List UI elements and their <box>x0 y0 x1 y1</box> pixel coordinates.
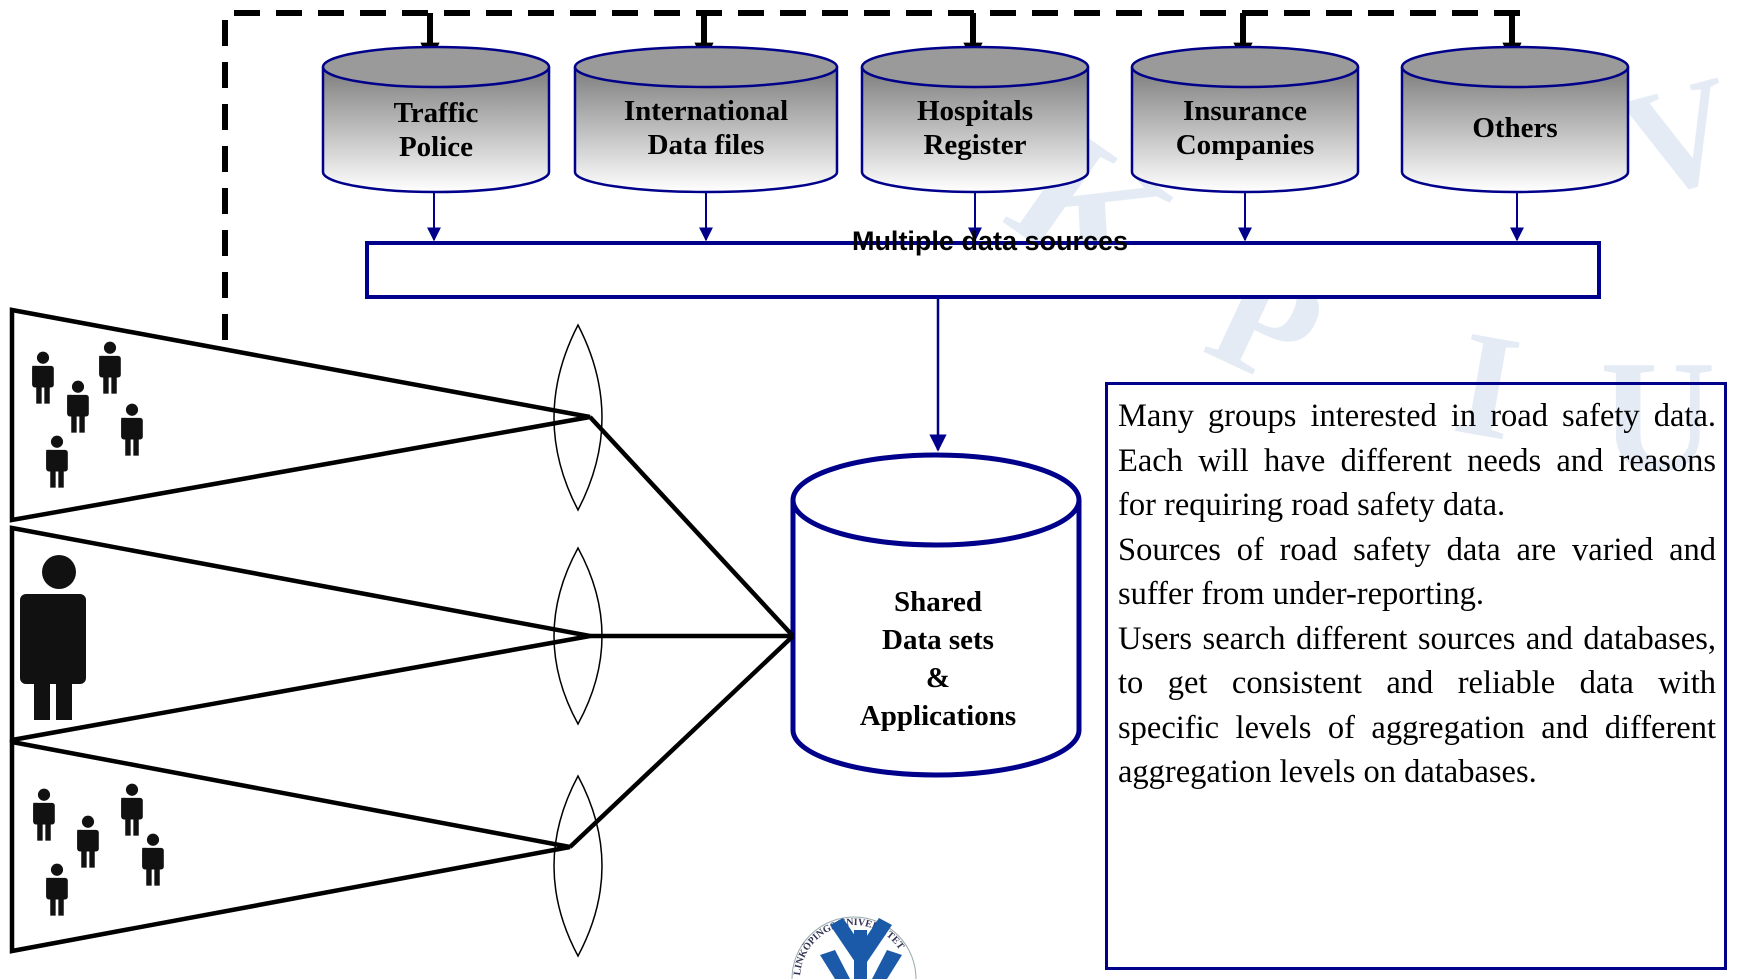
description-paragraph: Sources of road safety data are varied a… <box>1118 531 1716 613</box>
shared-data-label: Shared Data sets & Applications <box>793 583 1083 735</box>
shared-label-line: & <box>925 662 951 694</box>
multiple-data-sources-box <box>365 241 1601 299</box>
shared-label-line: Applications <box>859 700 1017 732</box>
cylinder-insurance-companies <box>1130 45 1360 194</box>
lens-shapes <box>553 323 603 958</box>
source-label-insurance-companies: Insurance Companies <box>1175 95 1315 161</box>
cylinder-international-data-files <box>573 45 839 194</box>
cylinder-traffic-police <box>321 45 551 194</box>
description-paragraph: Many groups interested in road safety da… <box>1118 398 1716 523</box>
shared-label-line: Data sets <box>882 624 994 656</box>
person-icon <box>20 555 86 720</box>
multiple-data-sources-label: Multiple data sources <box>851 226 1129 256</box>
cylinder-others <box>1400 45 1630 194</box>
source-label-traffic-police: Traffic Police <box>393 97 479 163</box>
description-box <box>1105 382 1727 970</box>
university-logo: LINKÖPINGS UNIVERSITET <box>791 916 917 979</box>
shared-label-line: Shared <box>893 586 983 618</box>
user-funnels <box>9 307 591 954</box>
description-text: Many groups interested in road safety da… <box>1118 394 1716 795</box>
feedback-dashed-line <box>222 10 1521 340</box>
shared-data-cylinder <box>790 452 1082 778</box>
svg-text:U: U <box>1600 327 1716 505</box>
source-label-hospitals-register: Hospitals Register <box>916 95 1034 161</box>
source-label-international-data-files: International Data files <box>623 95 789 161</box>
cylinder-hospitals-register <box>860 45 1090 194</box>
funnel-connectors <box>568 415 795 849</box>
source-label-others: Others <box>1472 112 1558 144</box>
source-cylinders <box>321 45 1630 194</box>
description-paragraph: Users search different sources and datab… <box>1118 620 1716 791</box>
source-to-hub-arrows <box>427 192 1524 242</box>
